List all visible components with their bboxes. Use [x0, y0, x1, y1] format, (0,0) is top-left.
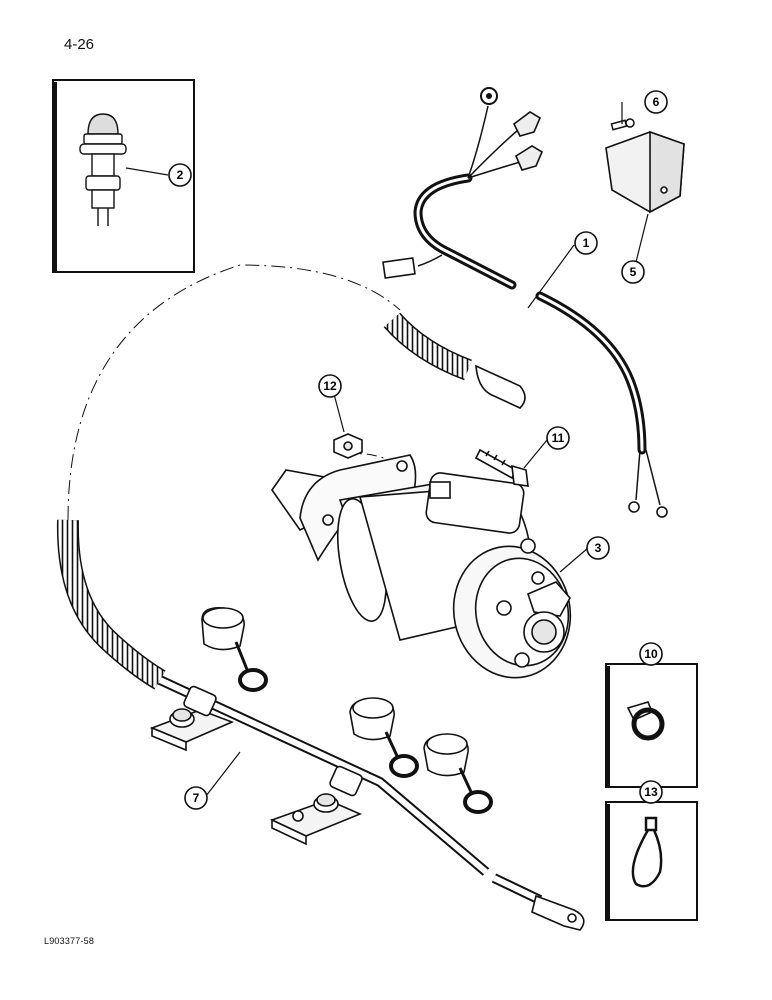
callout-5-label: 5 — [630, 265, 637, 279]
terminal-cap-3 — [423, 733, 493, 814]
callout-11-label: 11 — [552, 431, 565, 445]
callout-7: 7 — [184, 786, 208, 810]
callout-1: 1 — [574, 231, 598, 255]
cable-clip — [626, 701, 665, 741]
callout-12-label: 12 — [323, 379, 337, 393]
callout-3-label: 3 — [595, 541, 602, 555]
relay — [605, 130, 685, 214]
inset-box-clip — [605, 663, 698, 788]
callout-13-label: 13 — [644, 785, 658, 799]
wiring-harness — [382, 87, 668, 518]
cable-boot-upper — [383, 312, 526, 409]
callout-2-label: 2 — [177, 168, 184, 182]
push-button-switch — [79, 113, 127, 226]
callout-6-label: 6 — [653, 95, 660, 109]
figure-code: L903377-58 — [44, 936, 95, 946]
starter-motor — [271, 454, 572, 679]
callout-11: 11 — [546, 426, 570, 450]
callout-10-label: 10 — [644, 647, 658, 661]
bolt — [474, 448, 529, 487]
callout-3: 3 — [586, 536, 610, 560]
nut — [333, 433, 363, 459]
inset-box-strap — [605, 801, 698, 921]
terminal-cap-1 — [201, 606, 268, 692]
cable-strap — [631, 816, 663, 888]
battery-cable — [56, 519, 585, 931]
cable-clamp-left — [149, 685, 235, 752]
callout-2: 2 — [168, 163, 192, 187]
assembly-dash-line — [67, 264, 401, 521]
terminal-cap-2 — [349, 697, 419, 778]
callout-12: 12 — [318, 374, 342, 398]
callout-7-label: 7 — [193, 791, 200, 805]
callout-10: 10 — [639, 642, 663, 666]
callout-6: 6 — [644, 90, 668, 114]
callout-5: 5 — [621, 260, 645, 284]
relay-screw — [610, 118, 635, 131]
callout-13: 13 — [639, 780, 663, 804]
cable-clamp-right — [269, 765, 363, 846]
page-number: 4-26 — [64, 36, 95, 53]
callout-1-label: 1 — [583, 236, 590, 250]
